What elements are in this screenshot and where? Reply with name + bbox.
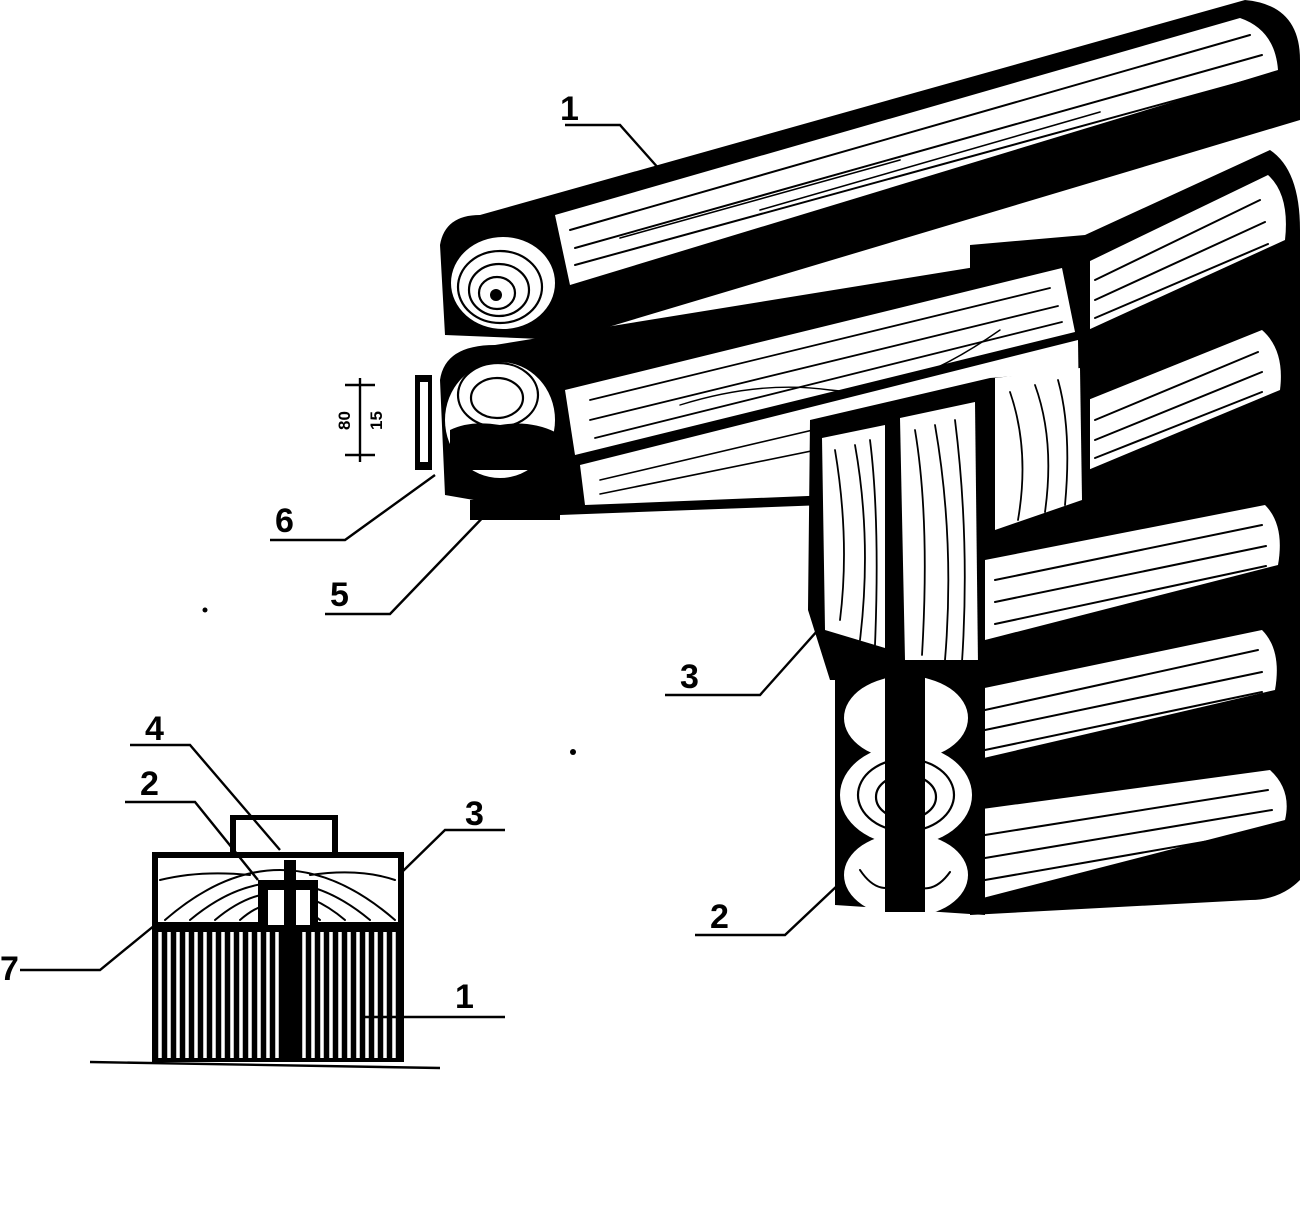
scan-dot [570, 749, 576, 755]
section-log-grain [158, 932, 396, 1058]
callout-6: 6 [275, 502, 294, 540]
section-callout-1: 1 [455, 978, 474, 1016]
vertical-jamb [808, 368, 1090, 680]
section-callout-7: 7 [0, 950, 19, 988]
top-log-end [451, 237, 555, 329]
dimension-marks: 80 15 [335, 378, 386, 462]
jamb-grain [834, 379, 1069, 663]
dimension-label-15: 15 [367, 411, 386, 430]
callout-3: 3 [680, 658, 699, 696]
right-log-grain [984, 199, 1273, 881]
main-callouts: 1 6 5 3 2 [270, 90, 839, 937]
section-view: 4 2 3 7 1 [0, 710, 505, 1070]
top-log [440, 0, 1300, 340]
callout-2: 2 [710, 898, 729, 936]
dimension-label-80: 80 [335, 411, 354, 430]
section-callouts: 4 2 3 7 1 [0, 710, 505, 1019]
board-grain [589, 287, 1063, 439]
callout-1: 1 [560, 90, 579, 128]
section-callout-2: 2 [140, 765, 159, 803]
scan-dot [202, 607, 208, 613]
section-callout-3: 3 [465, 795, 484, 833]
section-callout-4: 4 [145, 710, 164, 748]
main-perspective-view: 80 15 1 6 5 3 2 [270, 0, 1300, 937]
lower-log-ends [835, 660, 985, 917]
callout-5: 5 [330, 576, 349, 614]
